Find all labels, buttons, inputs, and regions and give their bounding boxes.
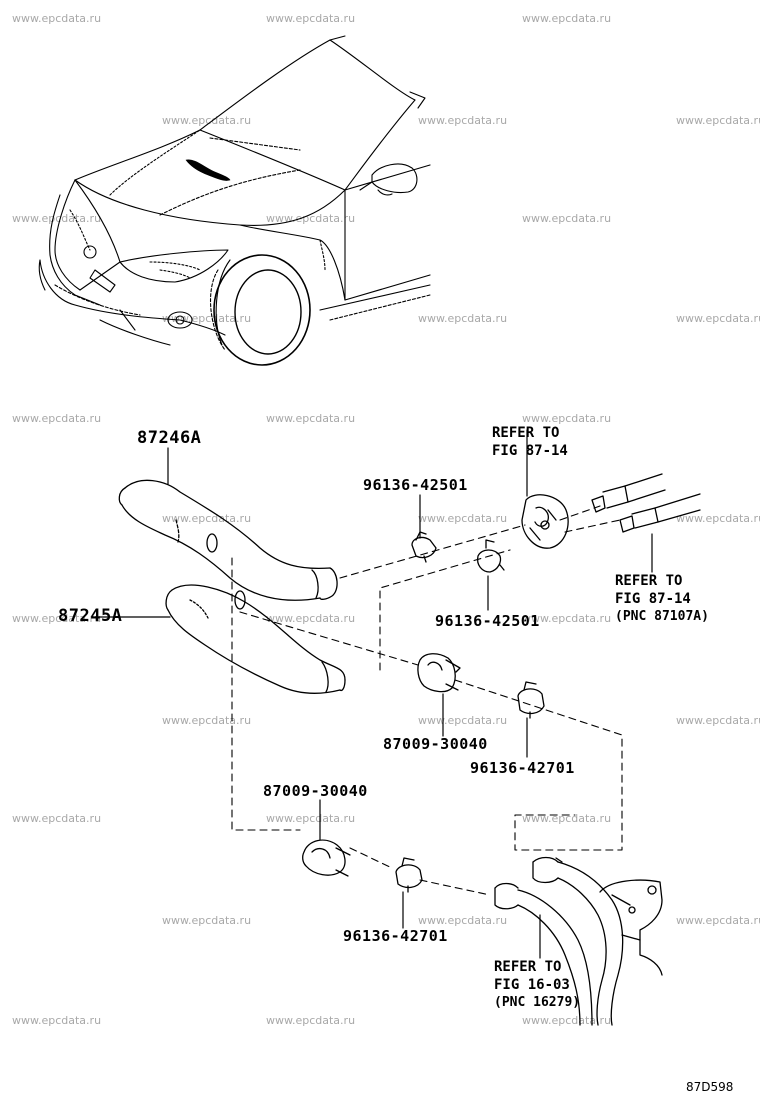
watermark-text: www.epcdata.ru [266,1014,356,1027]
watermark-text: www.epcdata.ru [418,714,508,727]
watermark-text: www.epcdata.ru [266,812,356,825]
watermark-text: www.epcdata.ru [12,812,102,825]
leader-lines [94,429,653,959]
watermark-text: www.epcdata.ru [162,512,252,525]
refer-note-top-line2: FIG 87-14 [492,443,568,459]
watermark-text: www.epcdata.ru [12,412,102,425]
watermark-text: www.epcdata.ru [12,612,102,625]
refer-note-right-line3: (PNC 87107A) [615,609,709,624]
part-label-clamp-mid: 87009-30040 [383,735,488,753]
part-label-clip-low: 96136-42701 [343,927,448,945]
watermark-text: www.epcdata.ru [522,212,612,225]
clamp-low-drawing [302,839,351,877]
clip-right-drawing [517,681,545,719]
routing-lines [231,505,623,896]
part-label-clip-right: 96136-42701 [470,759,575,777]
refer-note-bottom: REFER TO FIG 16-03 (PNC 16279) [494,958,580,1012]
engine-pipe-drawing [494,856,663,1026]
watermark-text: www.epcdata.ru [266,12,356,25]
hose-87245A-drawing [165,584,346,694]
watermark-text: www.epcdata.ru [12,12,102,25]
car-illustration [38,35,431,366]
part-label-87246A: 87246A [137,428,202,448]
clip-top-drawing [411,531,437,563]
diagram-code: 87D598 [686,1080,734,1094]
watermark-text: www.epcdata.ru [522,612,612,625]
watermark-text: www.epcdata.ru [266,612,356,625]
part-label-clip-mid: 96136-42501 [435,612,540,630]
watermark-text: www.epcdata.ru [162,914,252,927]
watermark-text: www.epcdata.ru [676,512,760,525]
part-label-clamp-low: 87009-30040 [263,782,368,800]
watermark-text: www.epcdata.ru [162,312,252,325]
watermark-text: www.epcdata.ru [676,114,760,127]
hose-87246A-drawing [118,479,338,601]
watermark-text: www.epcdata.ru [418,914,508,927]
refer-note-bottom-line3: (PNC 16279) [494,995,581,1010]
clip-low-drawing [395,857,423,893]
refer-note-bottom-line1: REFER TO [494,959,562,975]
watermark-text: www.epcdata.ru [266,412,356,425]
refer-note-bottom-line2: FIG 16-03 [494,977,570,993]
clip-mid-drawing [476,539,505,573]
watermark-text: www.epcdata.ru [12,1014,102,1027]
part-label-87245A: 87245A [58,606,123,626]
watermark-text: www.epcdata.ru [522,1014,612,1027]
refer-note-top-line1: REFER TO [492,425,560,441]
watermark-text: www.epcdata.ru [162,714,252,727]
clamp-mid-drawing [417,653,461,693]
watermark-text: www.epcdata.ru [418,312,508,325]
watermark-text: www.epcdata.ru [522,12,612,25]
refer-note-right-line2: FIG 87-14 [615,591,691,607]
refer-note-right-line1: REFER TO [615,573,683,589]
part-label-clip-top: 96136-42501 [363,476,468,494]
watermark-text: www.epcdata.ru [676,312,760,325]
watermark-text: www.epcdata.ru [162,114,252,127]
watermark-text: www.epcdata.ru [418,114,508,127]
refer-note-top: REFER TO FIG 87-14 [492,424,568,460]
watermark-text: www.epcdata.ru [418,512,508,525]
watermark-text: www.epcdata.ru [522,412,612,425]
refer-note-right: REFER TO FIG 87-14 (PNC 87107A) [615,572,709,626]
watermark-text: www.epcdata.ru [676,714,760,727]
watermark-text: www.epcdata.ru [12,212,102,225]
watermark-text: www.epcdata.ru [676,914,760,927]
pipe-connectors [521,473,701,549]
